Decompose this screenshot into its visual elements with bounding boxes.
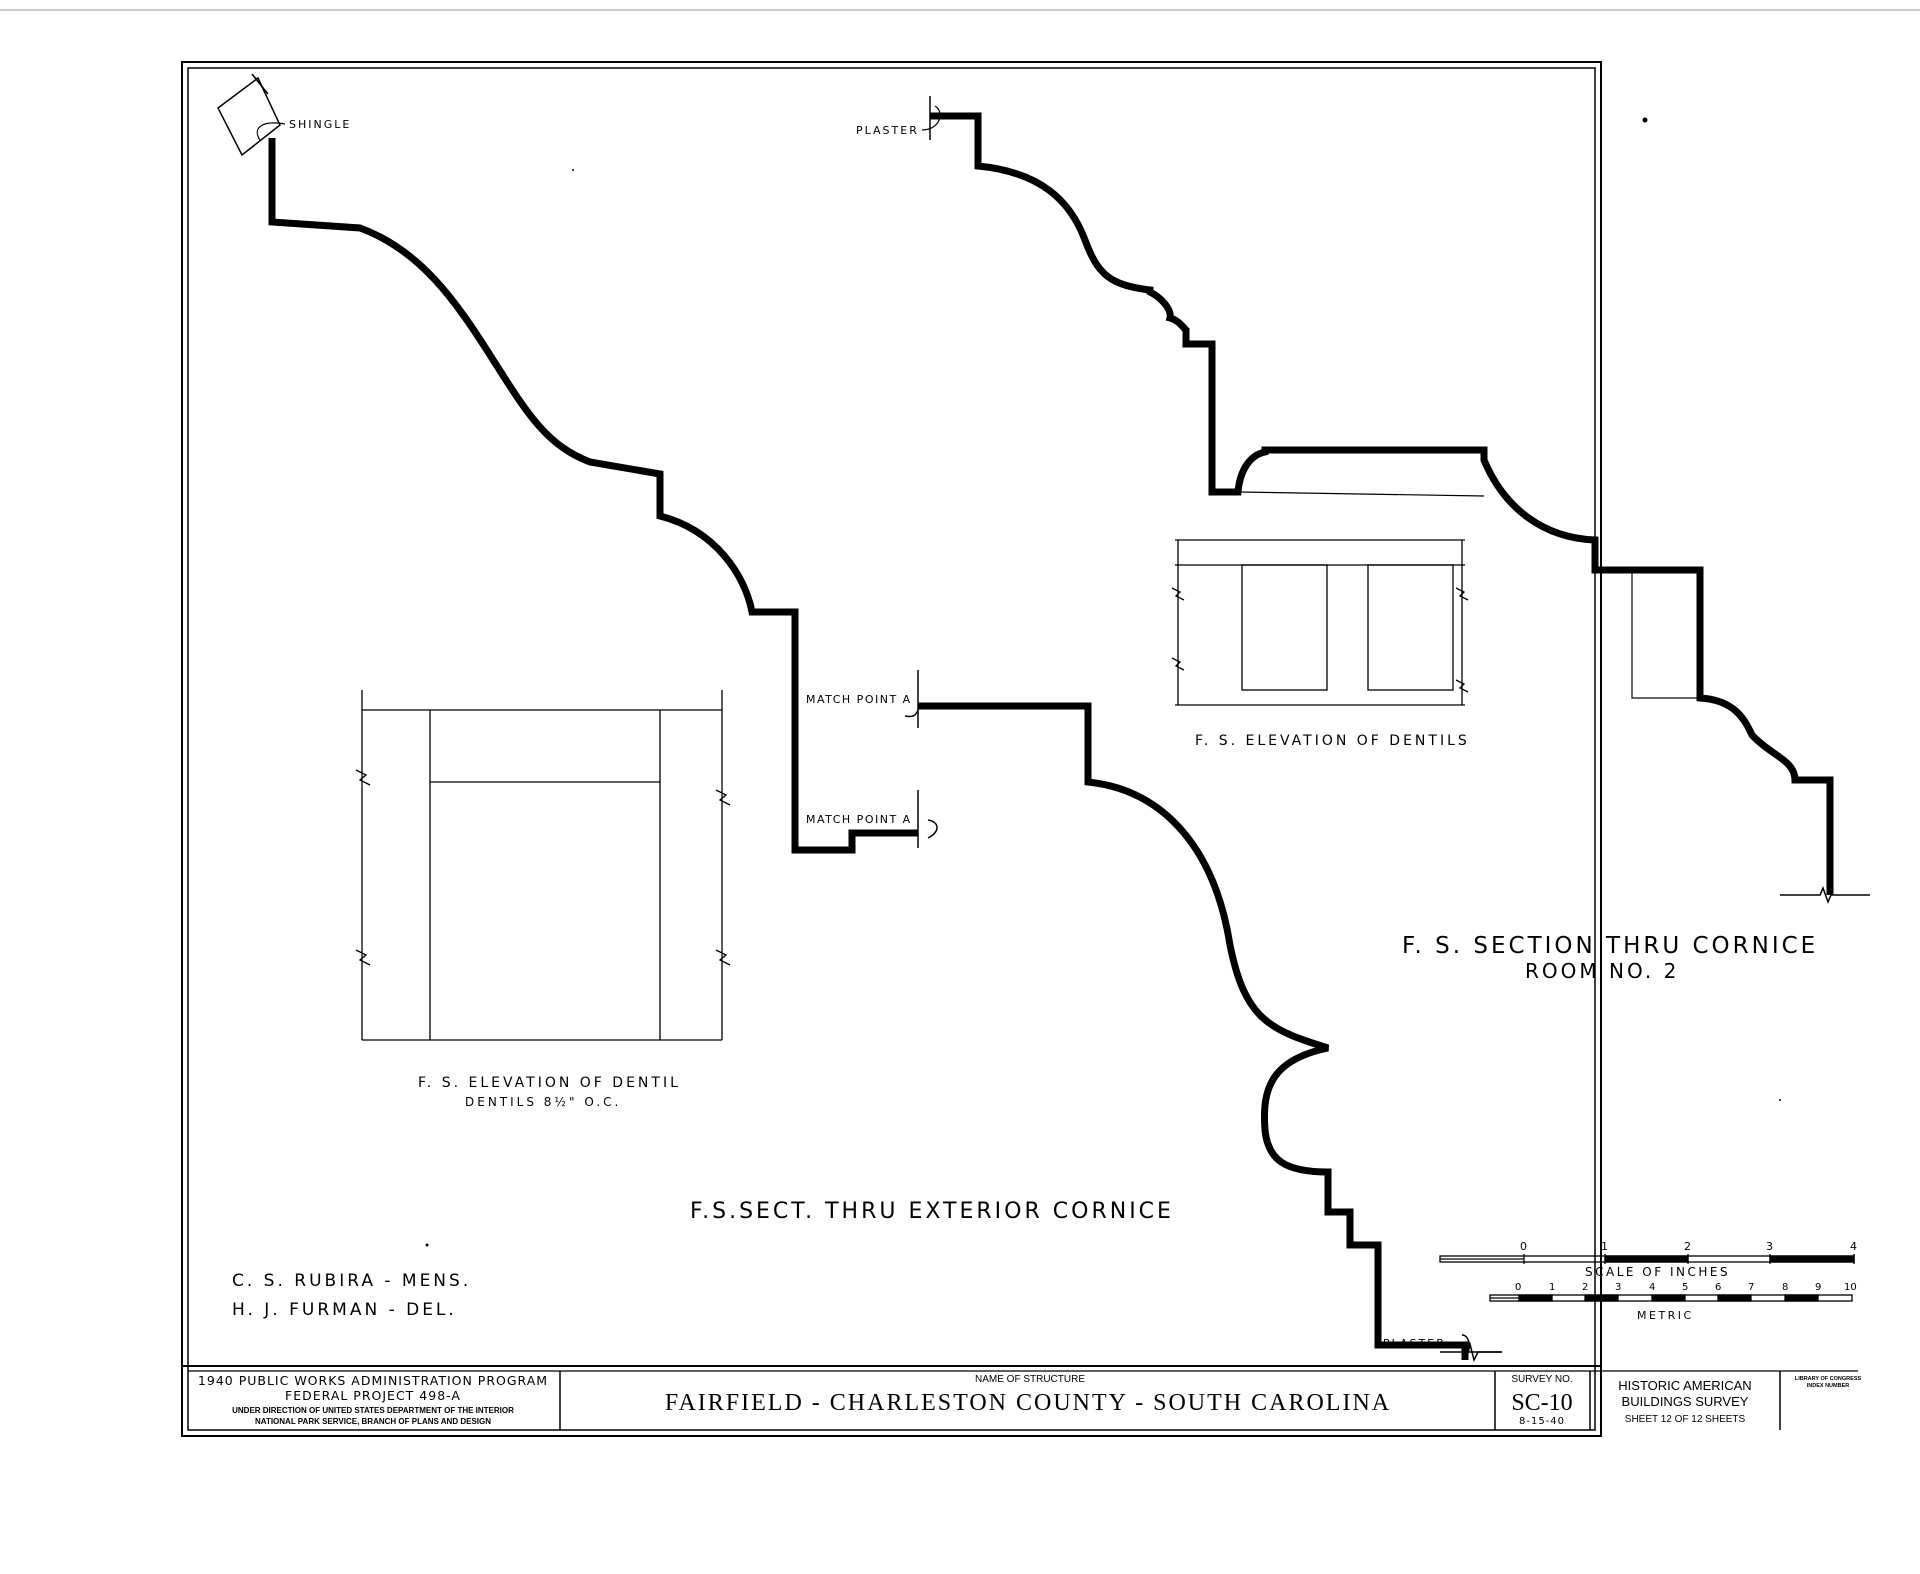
program-line-4: NATIONAL PARK SERVICE, BRANCH OF PLANS A… xyxy=(255,1417,491,1426)
metric-tick-4: 4 xyxy=(1649,1282,1655,1293)
exterior-cornice-profile xyxy=(268,138,1469,1360)
dentils-elevation-drawing xyxy=(1171,539,1469,706)
inch-tick-2: 2 xyxy=(1684,1240,1691,1253)
structure-caption: NAME OF STRUCTURE xyxy=(975,1374,1085,1385)
plaster-bottom-break xyxy=(1440,1334,1502,1363)
metric-tick-10: 10 xyxy=(1844,1282,1857,1293)
scale-of-inches xyxy=(1439,1254,1855,1264)
room-cornice-fillets xyxy=(1237,491,1701,699)
plaster-top-label: PLASTER xyxy=(856,124,919,137)
program-line-1: 1940 PUBLIC WORKS ADMINISTRATION PROGRAM xyxy=(198,1373,548,1388)
loc-line-2: INDEX NUMBER xyxy=(1807,1383,1850,1389)
survey-caption: SURVEY NO. xyxy=(1511,1374,1572,1385)
metric-tick-7: 7 xyxy=(1748,1282,1754,1293)
inch-tick-3: 3 xyxy=(1766,1240,1773,1253)
match-point-label-2: MATCH POINT A xyxy=(806,813,912,826)
sheet-info: SHEET 12 OF 12 SHEETS xyxy=(1625,1414,1746,1425)
metric-scale xyxy=(1489,1294,1853,1302)
survey-date: 8-15-40 xyxy=(1519,1416,1565,1427)
structure-name: FAIRFIELD - CHARLESTON COUNTY - SOUTH CA… xyxy=(665,1390,1391,1416)
habs-line-1: HISTORIC AMERICAN xyxy=(1618,1378,1751,1393)
drawn-by-credit: H. J. FURMAN - DEL. xyxy=(232,1300,457,1320)
shingle-detail xyxy=(217,76,281,157)
match-point-break-lines xyxy=(904,670,938,848)
inch-tick-1: 1 xyxy=(1601,1240,1608,1253)
room-cornice-profile xyxy=(930,112,1834,895)
metric-tick-2: 2 xyxy=(1582,1282,1588,1293)
dentils-elevation-caption: F. S. ELEVATION OF DENTILS xyxy=(1195,733,1470,749)
metric-tick-1: 1 xyxy=(1549,1282,1555,1293)
dentil-spacing-caption: DENTILS 8½" O.C. xyxy=(465,1095,621,1109)
room-section-title: F. S. SECTION THRU CORNICE xyxy=(1402,933,1818,959)
room-section-subtitle: ROOM NO. 2 xyxy=(1525,959,1679,983)
title-block-frame xyxy=(182,1365,1781,1430)
inch-tick-4: 4 xyxy=(1850,1240,1857,1253)
shingle-break-mark xyxy=(251,73,269,95)
metric-tick-5: 5 xyxy=(1682,1282,1688,1293)
sheet-inner-border xyxy=(187,67,1596,1431)
dentil-elevation-caption: F. S. ELEVATION OF DENTIL xyxy=(418,1075,681,1091)
measured-by-credit: C. S. RUBIRA - MENS. xyxy=(232,1271,471,1291)
metric-scale-ticks: 0 1 2 3 4 5 6 7 8 9 10 xyxy=(1515,1282,1857,1293)
metric-tick-0: 0 xyxy=(1515,1282,1521,1293)
scale-of-inches-label: SCALE OF INCHES xyxy=(1585,1265,1730,1279)
match-point-label-1: MATCH POINT A xyxy=(806,693,912,706)
habs-line-2: BUILDINGS SURVEY xyxy=(1622,1394,1749,1409)
scale-of-inches-ticks: 0 1 2 3 4 xyxy=(1520,1240,1857,1253)
loc-line-1: LIBRARY OF CONGRESS xyxy=(1795,1376,1862,1382)
metric-tick-8: 8 xyxy=(1782,1282,1788,1293)
metric-scale-label: METRIC xyxy=(1637,1309,1694,1322)
shingle-label: SHINGLE xyxy=(289,118,351,131)
metric-tick-3: 3 xyxy=(1615,1282,1621,1293)
metric-tick-6: 6 xyxy=(1715,1282,1721,1293)
survey-number: SC-10 xyxy=(1511,1390,1572,1416)
room-cornice-break-symbol xyxy=(1780,885,1870,905)
plaster-top-leader xyxy=(921,105,941,131)
shingle-leader xyxy=(256,122,286,141)
metric-tick-9: 9 xyxy=(1815,1282,1821,1293)
exterior-section-title: F.S.SECT. THRU EXTERIOR CORNICE xyxy=(690,1199,1174,1224)
sheet-outer-border xyxy=(181,61,1602,1437)
program-line-3: UNDER DIRECTION OF UNITED STATES DEPARTM… xyxy=(232,1406,514,1415)
dentil-elevation-drawing xyxy=(355,690,731,1041)
plaster-bottom-label: PLASTER xyxy=(1383,1337,1446,1350)
program-line-2: FEDERAL PROJECT 498-A xyxy=(285,1388,461,1403)
inch-tick-0: 0 xyxy=(1520,1240,1527,1253)
scan-specks xyxy=(425,117,1781,1247)
